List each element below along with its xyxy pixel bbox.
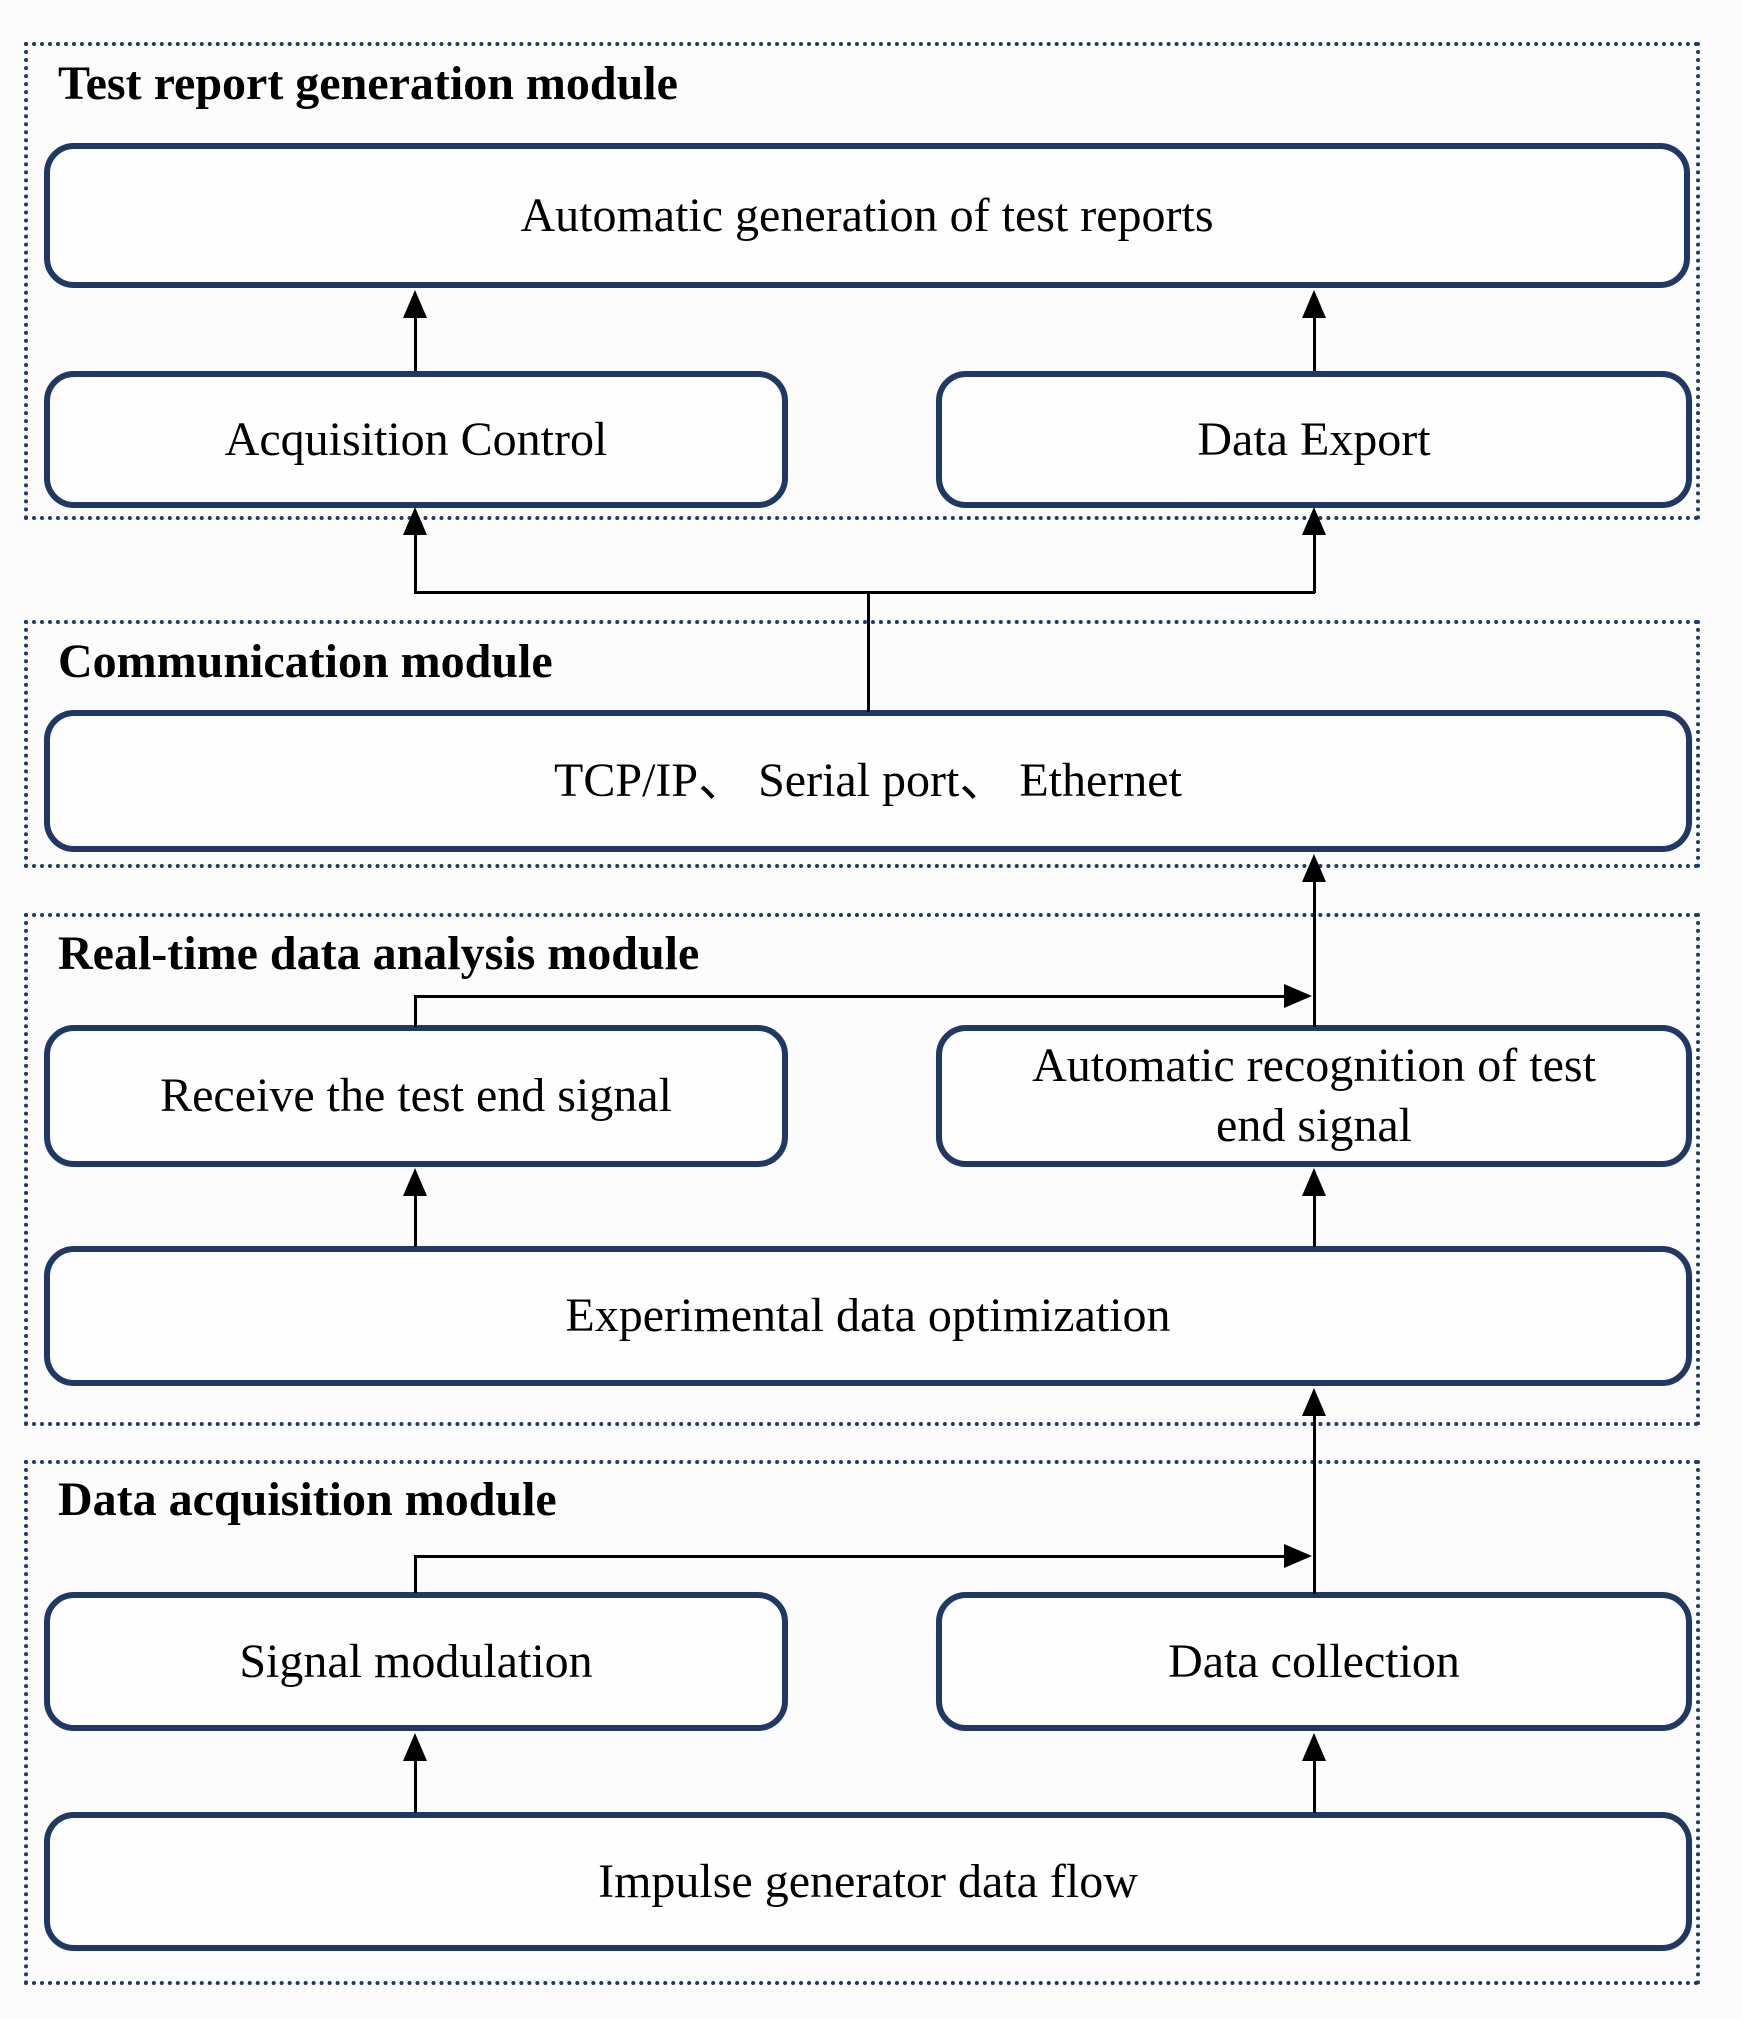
box-label: Automatic generation of test reports	[520, 188, 1214, 242]
box-label: Receive the test end signal	[160, 1069, 672, 1122]
arrow-right-icon	[1284, 984, 1312, 1008]
box-label: Signal modulation	[239, 1634, 593, 1688]
connector-export-to-report	[1313, 314, 1316, 371]
arrow-up-icon	[1302, 1388, 1326, 1416]
box-experimental-data-optimization: Experimental data optimization	[44, 1246, 1692, 1386]
connector-receive-elbow-vertical	[414, 996, 417, 1027]
box-impulse-generator-data-flow: Impulse generator data flow	[44, 1812, 1692, 1951]
connector-modulation-elbow-vertical	[414, 1556, 417, 1593]
connector-collection-to-optimization	[1313, 1412, 1316, 1594]
box-label: Acquisition Control	[224, 412, 608, 466]
arrow-up-icon	[403, 1733, 427, 1761]
arrow-right-icon	[1284, 1544, 1312, 1568]
connector-modulation-elbow-horizontal	[414, 1555, 1286, 1558]
box-receive-test-end-signal: Receive the test end signal	[44, 1025, 788, 1167]
arrow-up-icon	[1302, 507, 1326, 535]
title-real-time-analysis: Real-time data analysis module	[58, 927, 700, 980]
box-label: Experimental data optimization	[565, 1289, 1171, 1342]
connector-recognition-to-tcpip	[1313, 878, 1316, 1027]
box-signal-modulation: Signal modulation	[44, 1592, 788, 1731]
arrow-up-icon	[403, 290, 427, 318]
box-label: Data collection	[1168, 1634, 1460, 1688]
connector-acquisition-to-report	[414, 314, 417, 371]
box-data-export: Data Export	[936, 371, 1692, 508]
title-communication: Communication module	[58, 635, 553, 688]
module-data-acquisition	[24, 1460, 1700, 1985]
module-test-report-generation	[24, 42, 1700, 520]
box-label: Impulse generator data flow	[598, 1854, 1138, 1908]
connector-impulse-to-modulation	[414, 1757, 417, 1813]
module-real-time-analysis	[24, 913, 1700, 1426]
connector-branch-right-up	[1313, 531, 1316, 593]
title-data-acquisition: Data acquisition module	[58, 1473, 557, 1526]
title-test-report-generation: Test report generation module	[58, 57, 678, 110]
connector-impulse-to-collection	[1313, 1757, 1316, 1813]
arrow-up-icon	[403, 1168, 427, 1196]
arrow-up-icon	[1302, 854, 1326, 882]
arrow-up-icon	[1302, 290, 1326, 318]
box-tcpip-serial-ethernet: TCP/IP、 Serial port、 Ethernet	[44, 710, 1692, 852]
connector-branch-horizontal	[414, 591, 1315, 594]
arrow-up-icon	[1302, 1168, 1326, 1196]
box-acquisition-control: Acquisition Control	[44, 371, 788, 508]
connector-optimization-to-receive	[414, 1192, 417, 1247]
box-data-collection: Data collection	[936, 1592, 1692, 1731]
box-automatic-generation-of-test-reports: Automatic generation of test reports	[44, 143, 1690, 288]
box-label: TCP/IP、 Serial port、 Ethernet	[554, 754, 1182, 807]
module-communication	[24, 620, 1700, 868]
connector-tcpip-stem	[867, 592, 870, 712]
box-label: Automatic recognition of test end signal	[1032, 1039, 1596, 1152]
connector-branch-left-up	[414, 531, 417, 593]
box-label: Data Export	[1197, 412, 1431, 466]
box-automatic-recognition-test-end-signal: Automatic recognition of test end signal	[936, 1025, 1692, 1167]
connector-receive-elbow-horizontal	[414, 995, 1286, 998]
connector-optimization-to-recognition	[1313, 1192, 1316, 1247]
arrow-up-icon	[1302, 1733, 1326, 1761]
arrow-up-icon	[403, 507, 427, 535]
